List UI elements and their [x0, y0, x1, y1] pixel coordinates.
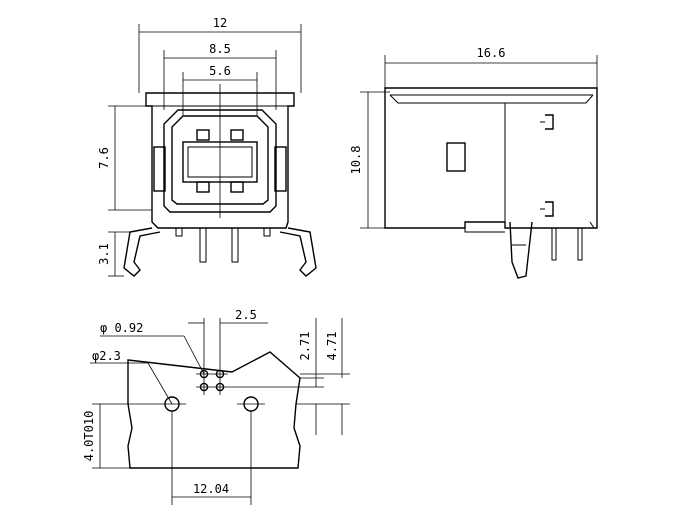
side-view: [384, 87, 598, 279]
dim-hole-small-diameter: φ 0.92: [100, 321, 143, 335]
pcb-layout-view: [127, 351, 301, 469]
dim-front-inner-width: 5.6: [209, 64, 231, 78]
dim-front-mid-width: 8.5: [209, 42, 231, 56]
dim-hole-pitch-x: 2.5: [235, 308, 257, 322]
dim-hole-offset-large: 4.71: [325, 332, 339, 361]
front-dimensions: [108, 24, 302, 277]
dim-front-pin-length: 3.1: [97, 243, 111, 265]
dim-hole-offset-small: 2.71: [298, 332, 312, 361]
dim-side-height: 10.8: [349, 146, 363, 175]
side-dimensions: [360, 55, 598, 229]
dim-side-width: 16.6: [477, 46, 506, 60]
pcb-dimensions: [90, 318, 350, 505]
dim-hole-large-diameter: φ2.3: [92, 349, 121, 363]
front-view: [123, 84, 317, 277]
dim-front-height: 7.6: [97, 147, 111, 169]
dim-post-spacing: 12.04: [193, 482, 229, 496]
dim-board-edge-offset: 4.0T010: [82, 411, 96, 462]
dim-front-width: 12: [213, 16, 227, 30]
